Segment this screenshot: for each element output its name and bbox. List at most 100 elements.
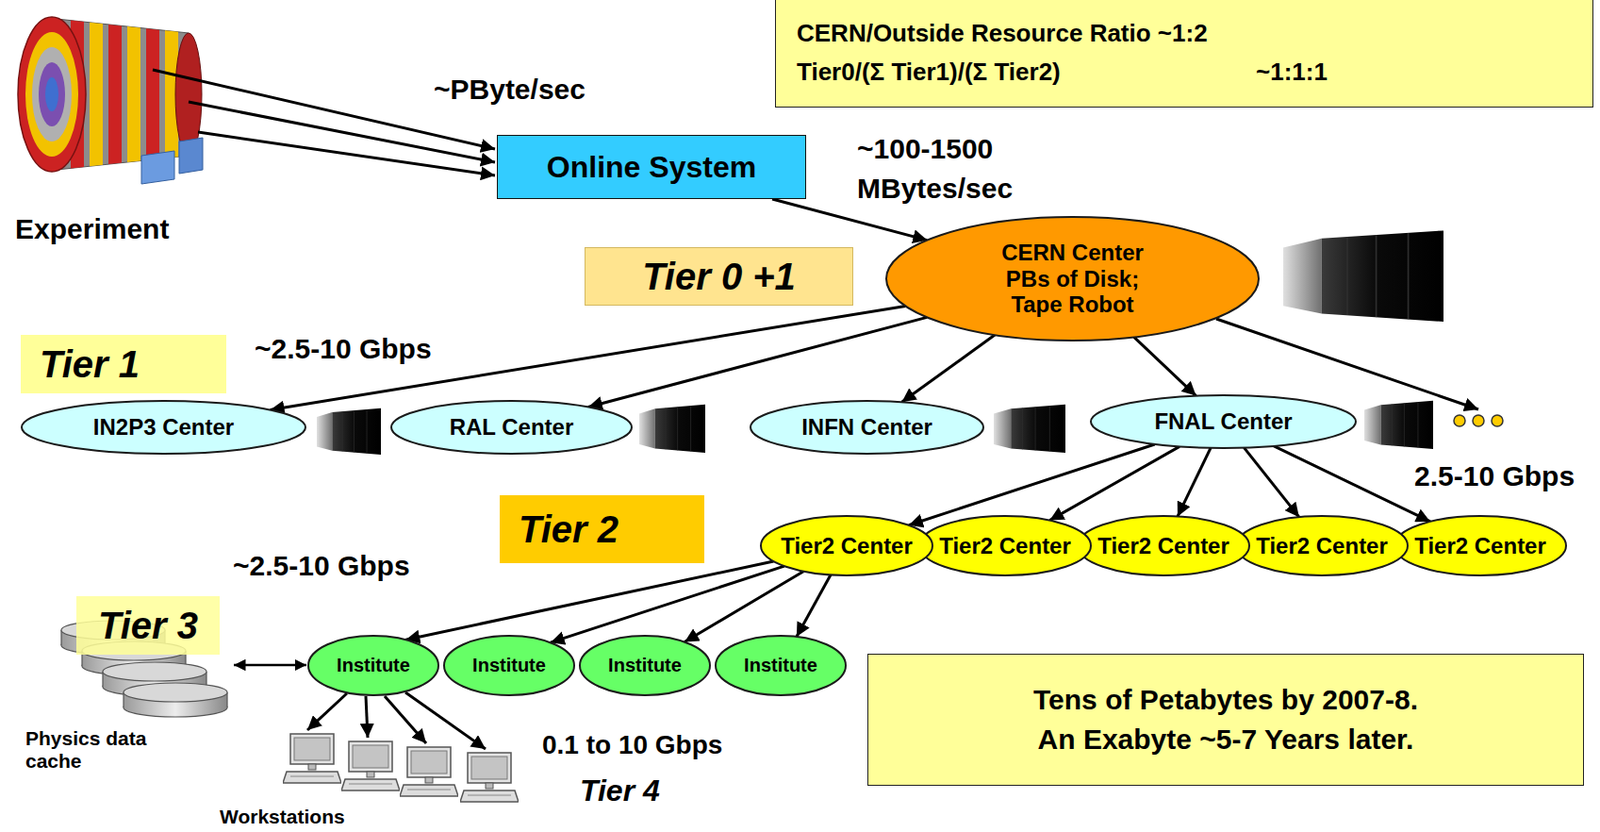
server-rack-icon (316, 408, 381, 455)
node-text: Online System (546, 149, 757, 185)
workstation-link-arrow (307, 692, 486, 749)
workstation-icon (399, 746, 459, 796)
tier-label-box: Tier 0 +1 (584, 247, 854, 306)
workstation-icon (460, 752, 519, 802)
node-text: Tier2 Center (780, 532, 913, 560)
server-rack-icon (1283, 230, 1444, 322)
bandwidth-label: 0.1 to 10 Gbps (542, 729, 723, 760)
node-text: Tier 3 (98, 603, 198, 647)
continuation-dots (1453, 414, 1466, 427)
node-text: Institute (336, 654, 411, 677)
tier1-center-ellipse: FNAL Center (1089, 394, 1357, 449)
data-flow-arrow (197, 131, 495, 176)
workstation-icon (341, 741, 400, 791)
server-rack-icon (1364, 400, 1434, 449)
node-text: CERN Center (1001, 239, 1144, 266)
connector-arrow (1177, 447, 1211, 517)
detector-illustration (32, 47, 72, 142)
detector-illustration (179, 137, 203, 174)
node-text: RAL Center (449, 413, 575, 441)
projection-note-box: Tens of Petabytes by 2007-8.An Exabyte ~… (867, 653, 1584, 786)
ratio-note-box: CERN/Outside Resource Ratio ~1:2Tier0/(Σ… (775, 0, 1594, 108)
continuation-dots (1491, 414, 1503, 427)
detector-illustration (146, 28, 160, 161)
tier2-center-ellipse: Tier2 Center (1235, 514, 1409, 577)
detector-illustration (17, 16, 86, 172)
node-text: FNAL Center (1154, 408, 1292, 435)
ellipse-outline (750, 400, 984, 454)
workstations-caption: Workstations (219, 805, 346, 828)
workstation-link-arrow (365, 695, 368, 738)
node-text: Institute (608, 654, 682, 677)
tier-label-box: Tier 3 (76, 595, 220, 655)
connector-arrow (588, 316, 927, 407)
connector-arrow (1273, 445, 1431, 522)
connector-arrow (1134, 336, 1197, 396)
disk-cache-icon (123, 682, 228, 702)
ellipse-outline (1394, 515, 1567, 576)
tier2-center-ellipse: Tier2 Center (1393, 514, 1568, 577)
detector-illustration (141, 150, 175, 184)
connector-arrow (684, 571, 804, 643)
connector-arrow (901, 334, 995, 402)
cache-caption: Physics data cache (25, 726, 167, 773)
disk-cache-icon (102, 661, 207, 681)
disk-cache-icon (226, 692, 228, 708)
node-text: IN2P3 Center (93, 413, 234, 441)
tier1-center-ellipse: IN2P3 Center (20, 399, 307, 455)
tier-label-box: Tier 4 (579, 773, 660, 809)
detector-illustration (175, 32, 202, 156)
server-rack-icon (993, 404, 1066, 453)
node-text: Tier2 Center (1414, 532, 1547, 560)
ellipse-outline (579, 635, 710, 695)
ellipse-outline (391, 400, 632, 454)
workstation-link-arrow (405, 692, 486, 749)
tier1-center-ellipse: RAL Center (390, 399, 633, 455)
node-text: Tier 0 +1 (642, 254, 796, 298)
detector-illustration (45, 77, 59, 112)
institute-ellipse: Institute (307, 634, 440, 696)
detector-illustration (17, 16, 203, 184)
bandwidth-label: ~2.5-10 Gbps (254, 332, 432, 366)
bandwidth-label: ~100-1500 MBytes/sec (857, 129, 1027, 209)
experiment-caption: Experiment (15, 213, 169, 247)
node-text: Tens of Petabytes by 2007-8. (1033, 679, 1419, 720)
bandwidth-label: ~PByte/sec (433, 73, 586, 107)
continuation-dots (1472, 414, 1485, 427)
cache-link-arrow (233, 663, 307, 667)
node-text: INFN Center (801, 413, 933, 441)
bandwidth-label-box: 2.5-10 Gbps (1414, 460, 1575, 494)
node-text: Tier0/(Σ Tier1)/(Σ Tier2) (796, 58, 1256, 87)
node-text: An Exabyte ~5-7 Years later. (1038, 719, 1415, 759)
bandwidth-label-box: ~2.5-10 Gbps (232, 549, 411, 583)
ellipse-outline (308, 635, 439, 695)
connector-arrow (772, 198, 927, 241)
node-text: Tier2 Center (1255, 532, 1388, 560)
experiment-caption-box: Experiment (15, 213, 169, 247)
server-rack-icon (316, 230, 1444, 455)
tier1-center-ellipse: INFN Center (749, 399, 985, 455)
node-text: PBs of Disk; Tape Robot (1002, 265, 1144, 318)
tier2-center-ellipse: Tier2 Center (759, 514, 934, 577)
bandwidth-label: ~2.5-10 Gbps (232, 549, 411, 583)
server-rack-icon (639, 404, 706, 453)
tier-label-box: Tier 2 (499, 494, 705, 563)
node-text: Tier 2 (518, 507, 619, 551)
workstations-caption-box: Workstations (219, 805, 346, 828)
detector-illustration (108, 24, 122, 165)
ellipse-outline (886, 216, 1259, 341)
connector-arrow (1243, 447, 1299, 517)
ellipse-outline (1236, 515, 1408, 576)
node-text: Institute (743, 654, 818, 677)
workstation-icon (282, 733, 519, 802)
connector-layer (270, 198, 1431, 643)
detector-illustration (25, 32, 79, 157)
node-text: Tier2 Center (1097, 532, 1230, 560)
cache-caption-box: Physics data cache (25, 726, 167, 773)
institute-ellipse: Institute (578, 634, 711, 696)
disk-cache-icon (60, 629, 62, 645)
connector-arrow (908, 444, 1155, 526)
ellipse-outline (1090, 395, 1356, 448)
